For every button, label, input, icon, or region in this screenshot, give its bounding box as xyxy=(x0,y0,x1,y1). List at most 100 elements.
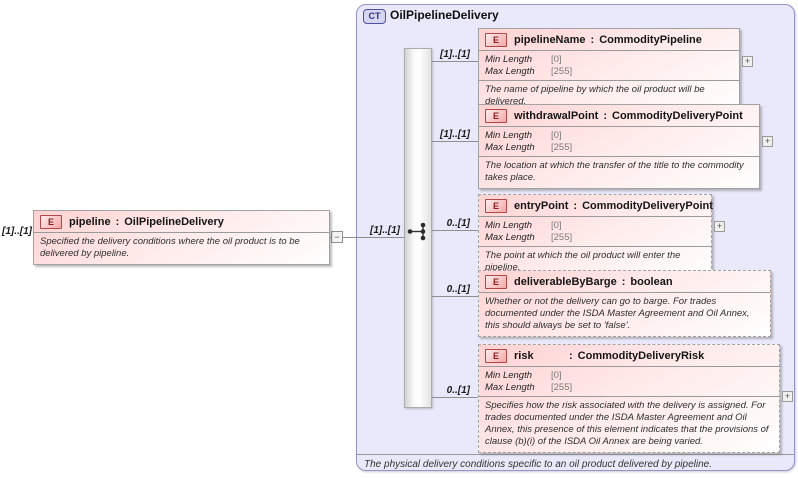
colon: : xyxy=(590,34,595,46)
element-icon: E xyxy=(40,215,62,229)
facets: Min Length [0] Max Length [255] xyxy=(479,367,779,396)
plus-icon: + xyxy=(744,56,751,66)
element-entryPoint[interactable]: E entryPoint : CommodityDeliveryPoint Mi… xyxy=(478,194,713,279)
element-name: risk xyxy=(514,350,534,362)
plus-icon: + xyxy=(716,221,723,231)
divider xyxy=(479,216,711,217)
facet-min-label: Min Length xyxy=(485,370,533,381)
expand-button-risk[interactable]: + xyxy=(782,391,793,402)
colon: : xyxy=(115,216,120,228)
element-type: CommodityPipeline xyxy=(599,34,702,46)
facet-max-label: Max Length xyxy=(485,66,535,77)
element-deliverableByBarge[interactable]: E deliverableByBarge : boolean Whether o… xyxy=(478,270,771,337)
element-name: withdrawalPoint xyxy=(514,110,599,122)
plus-icon: + xyxy=(784,391,791,401)
element-description: Specified the delivery conditions where … xyxy=(40,236,300,259)
expand-button-pipelineName[interactable]: + xyxy=(742,56,753,67)
element-icon: E xyxy=(485,199,507,213)
connector-entryPoint xyxy=(432,230,478,231)
element-type: CommodityDeliveryPoint xyxy=(582,200,713,212)
sequence-icon xyxy=(407,222,426,241)
cardinality-withdrawalPoint: [1]..[1] xyxy=(440,129,470,140)
element-type: boolean xyxy=(630,276,673,288)
facet-max-value: [255] xyxy=(551,66,573,77)
facets: Min Length [0] Max Length [255] xyxy=(479,217,711,246)
complex-type-description: The physical delivery conditions specifi… xyxy=(364,459,712,470)
divider xyxy=(479,126,759,127)
colon: : xyxy=(621,276,626,288)
facet-max-value: [255] xyxy=(551,142,573,153)
footer-divider xyxy=(357,454,794,455)
connector-deliverableByBarge xyxy=(432,296,478,297)
element-icon: E xyxy=(485,109,507,123)
facet-min-value: [0] xyxy=(551,220,562,231)
element-description: The location at which the transfer of th… xyxy=(485,160,744,183)
expand-button-withdrawalPoint[interactable]: + xyxy=(762,136,773,147)
divider xyxy=(479,80,739,81)
element-risk[interactable]: E risk : CommodityDeliveryRisk Min Lengt… xyxy=(478,344,780,453)
element-pipelineName[interactable]: E pipelineName : CommodityPipeline Min L… xyxy=(478,28,740,113)
divider xyxy=(479,156,759,157)
element-pipeline[interactable]: E pipeline : OilPipelineDelivery Specifi… xyxy=(33,210,330,265)
minus-icon: − xyxy=(334,232,340,242)
element-header: E entryPoint : CommodityDeliveryPoint xyxy=(479,195,713,216)
element-icon: E xyxy=(485,33,507,47)
element-header: E deliverableByBarge : boolean xyxy=(479,271,770,292)
cardinality-entryPoint: 0..[1] xyxy=(446,218,470,229)
facet-min-label: Min Length xyxy=(485,130,533,141)
element-name: pipelineName xyxy=(514,34,586,46)
connector-risk xyxy=(432,397,478,398)
facet-min-label: Min Length xyxy=(485,54,533,65)
divider xyxy=(479,366,779,367)
divider xyxy=(479,50,739,51)
facet-max-label: Max Length xyxy=(485,382,535,393)
element-pipeline-header: E pipeline : OilPipelineDelivery xyxy=(34,211,329,232)
colon: : xyxy=(603,110,608,122)
element-name: deliverableByBarge xyxy=(514,276,617,288)
facet-max-value: [255] xyxy=(551,382,573,393)
root-cardinality-label: [1]..[1] xyxy=(2,226,32,237)
facet-max-value: [255] xyxy=(551,232,573,243)
expand-button-entryPoint[interactable]: + xyxy=(714,221,725,232)
colon: : xyxy=(569,350,573,362)
element-type: OilPipelineDelivery xyxy=(124,216,224,228)
element-header: E pipelineName : CommodityPipeline xyxy=(479,29,739,50)
facet-min-value: [0] xyxy=(551,130,562,141)
element-header: E withdrawalPoint : CommodityDeliveryPoi… xyxy=(479,105,759,126)
connector-withdrawalPoint xyxy=(432,141,478,142)
divider xyxy=(479,292,770,293)
element-description: The point at which the oil product will … xyxy=(485,250,681,273)
element-type: CommodityDeliveryRisk xyxy=(577,350,705,362)
cardinality-deliverableByBarge: 0..[1] xyxy=(446,284,470,295)
facet-min-value: [0] xyxy=(551,54,562,65)
cardinality-pipelineName: [1]..[1] xyxy=(440,49,470,60)
connector-root xyxy=(330,237,405,238)
element-header: E risk : CommodityDeliveryRisk xyxy=(479,345,779,366)
element-icon: E xyxy=(485,275,507,289)
divider xyxy=(479,246,711,247)
element-description: Specifies how the risk associated with t… xyxy=(485,400,769,447)
facet-min-label: Min Length xyxy=(485,220,533,231)
facets: Min Length [0] Max Length [255] xyxy=(479,51,739,80)
collapse-toggle[interactable]: − xyxy=(331,231,343,243)
element-type: CommodityDeliveryPoint xyxy=(612,110,743,122)
facet-max-label: Max Length xyxy=(485,142,535,153)
compositor-cardinality-label: [1]..[1] xyxy=(370,225,400,236)
complex-type-icon: CT xyxy=(363,9,386,24)
element-icon: E xyxy=(485,349,507,363)
element-name: pipeline xyxy=(69,216,111,228)
sequence-compositor-bar[interactable] xyxy=(404,48,432,408)
divider xyxy=(479,396,779,397)
facet-min-value: [0] xyxy=(551,370,562,381)
facets: Min Length [0] Max Length [255] xyxy=(479,127,759,156)
colon: : xyxy=(573,200,578,212)
facet-max-label: Max Length xyxy=(485,232,535,243)
element-description: The name of pipeline by which the oil pr… xyxy=(485,84,705,107)
element-withdrawalPoint[interactable]: E withdrawalPoint : CommodityDeliveryPoi… xyxy=(478,104,760,189)
element-description: Whether or not the delivery can go to ba… xyxy=(485,296,750,331)
cardinality-risk: 0..[1] xyxy=(446,385,470,396)
divider xyxy=(34,232,329,233)
element-name: entryPoint xyxy=(514,200,569,212)
complex-type-title: OilPipelineDelivery xyxy=(390,8,499,22)
